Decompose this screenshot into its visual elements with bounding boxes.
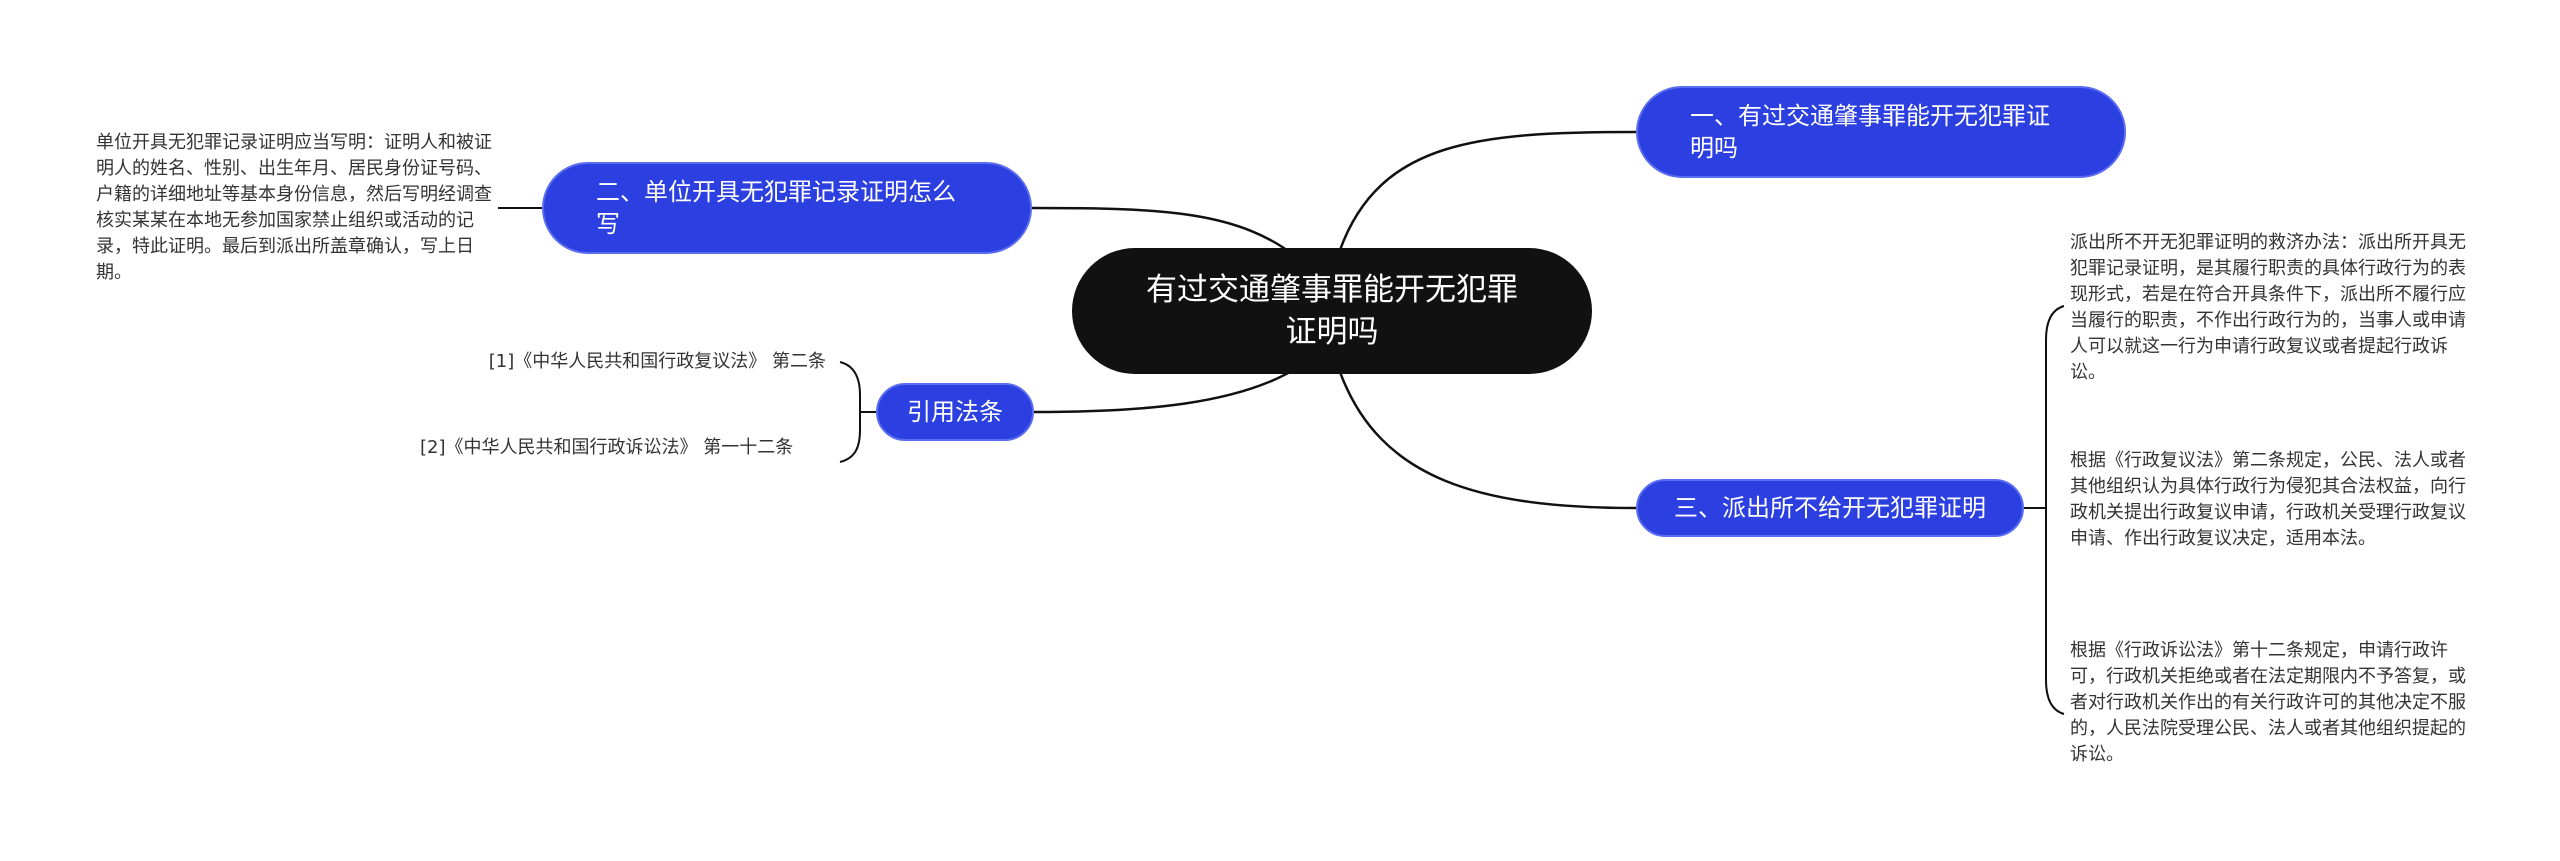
leaf-litigation-law: 根据《行政诉讼法》第十二条规定，申请行政许可，行政机关拒绝或者在法定期限内不予答… — [2070, 640, 2466, 765]
branch-cited-laws[interactable]: 引用法条 — [876, 383, 1034, 441]
root-node[interactable]: 有过交通肇事罪能开无犯罪证明吗 — [1072, 248, 1592, 374]
branch-label: 二、单位开具无犯罪记录证明怎么写 — [596, 178, 956, 238]
reference-2: [2]《中华人民共和国行政诉讼法》 第一十二条 — [420, 437, 794, 458]
branch-label: 引用法条 — [907, 398, 1003, 426]
root-label: 有过交通肇事罪能开无犯罪证明吗 — [1146, 272, 1518, 350]
branch-can-issue-certificate[interactable]: 一、有过交通肇事罪能开无犯罪证明吗 — [1636, 86, 2126, 178]
link-root-branch3 — [1033, 364, 1301, 414]
branch-label: 一、有过交通肇事罪能开无犯罪证明吗 — [1690, 102, 2050, 162]
leaf-review-law: 根据《行政复议法》第二条规定，公民、法人或者其他组织认为具体行政行为侵犯其合法权… — [2070, 450, 2466, 549]
leaf-unit-certificate: 单位开具无犯罪记录证明应当写明：证明人和被证明人的姓名、性别、出生年月、居民身份… — [96, 132, 492, 283]
link-root-branch4 — [1338, 371, 1637, 510]
link-root-branch1 — [1338, 130, 1637, 251]
bracket-branch4-leaves — [2045, 305, 2065, 715]
leaf-remedy: 派出所不开无犯罪证明的救济办法：派出所开具无犯罪记录证明，是其履行职责的具体行政… — [2070, 232, 2466, 383]
reference-1: [1]《中华人民共和国行政复议法》 第二条 — [488, 351, 826, 372]
branch-label: 三、派出所不给开无犯罪证明 — [1674, 494, 1986, 522]
branch-unit-certificate-format[interactable]: 二、单位开具无犯罪记录证明怎么写 — [542, 162, 1032, 254]
bracket-references — [839, 361, 876, 463]
link-root-branch2 — [1031, 206, 1301, 261]
branch-police-refusal[interactable]: 三、派出所不给开无犯罪证明 — [1636, 479, 2024, 537]
